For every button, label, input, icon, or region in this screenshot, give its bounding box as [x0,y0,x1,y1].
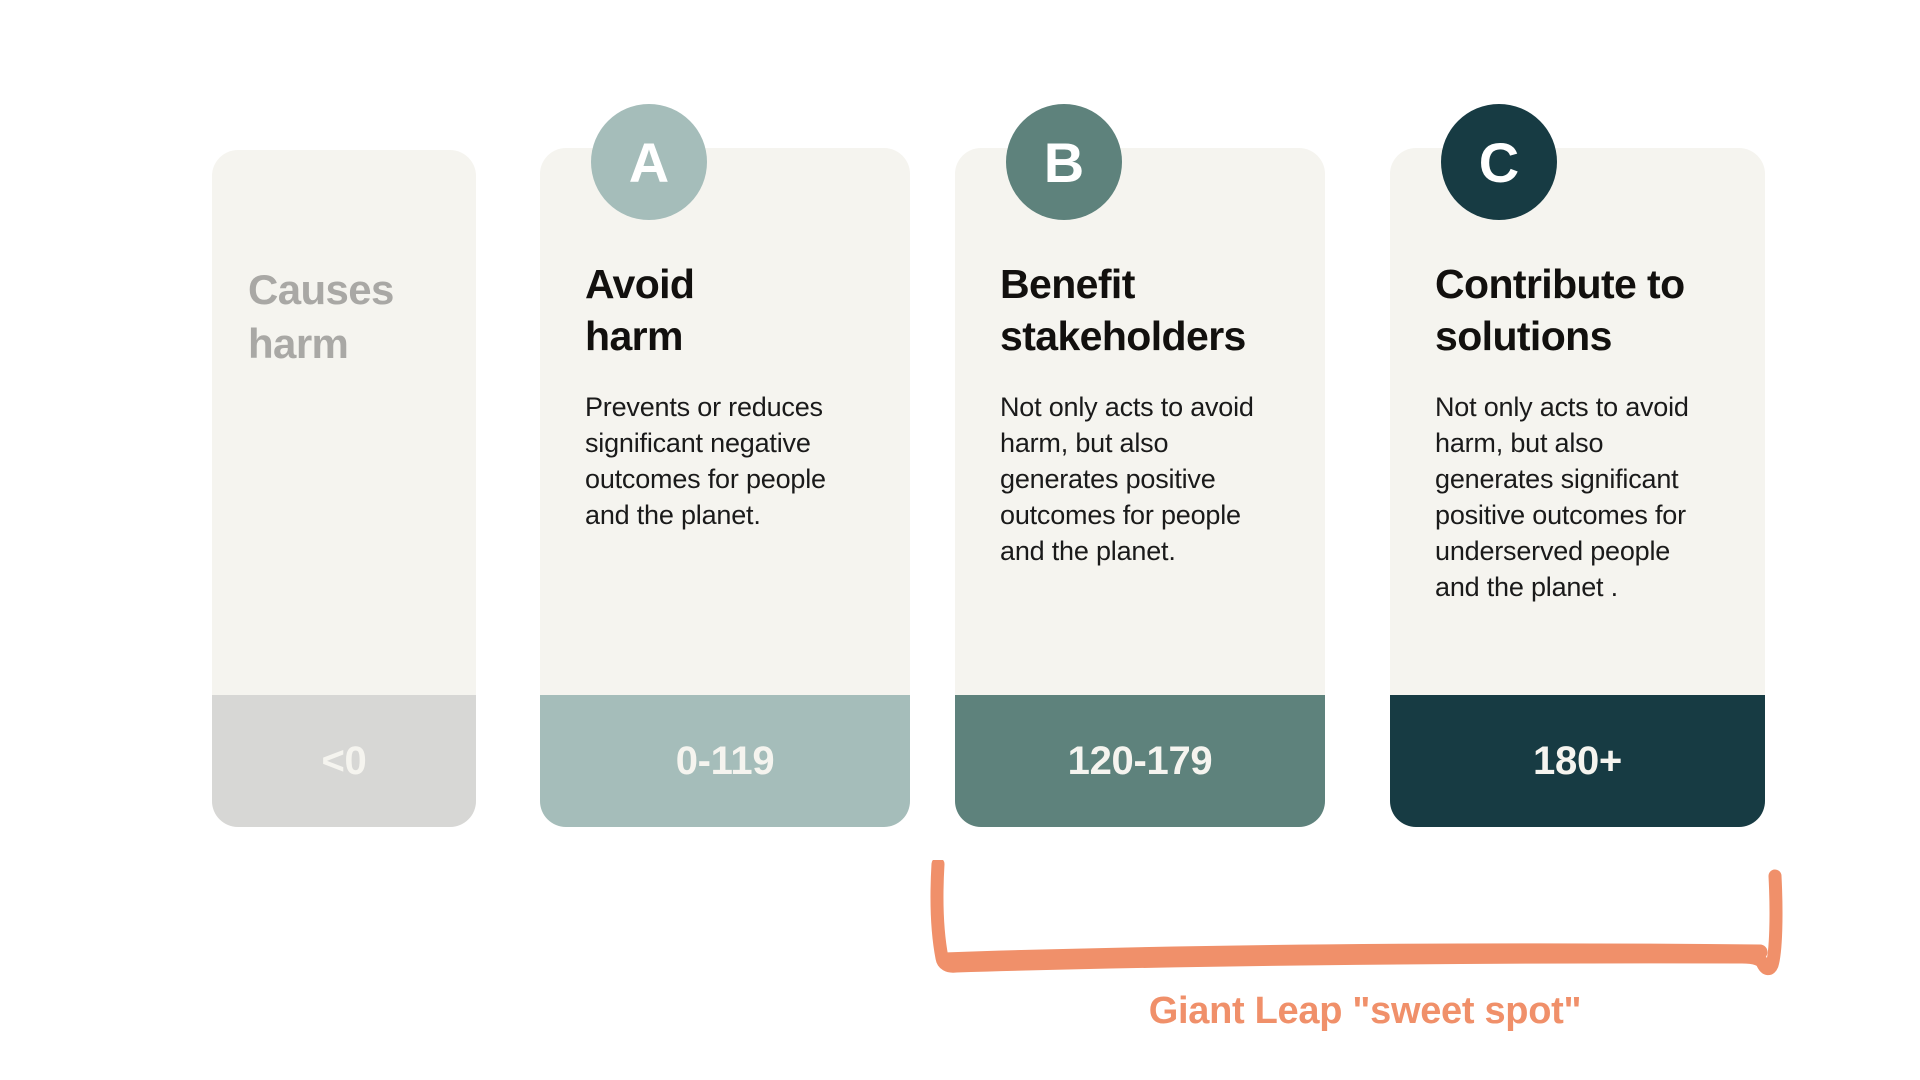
card-body: Causes harm [212,150,476,695]
card-causes-harm[interactable]: Causes harm <0 [212,150,476,827]
card-body: Avoid harm Prevents or reduces significa… [540,148,910,695]
card-title: Avoid harm [585,261,695,360]
badge-c: C [1441,104,1557,220]
card-body: Benefit stakeholders Not only acts to av… [955,148,1325,695]
bracket-icon [930,860,1783,976]
score-band-label: <0 [321,738,367,783]
badge-b-letter: B [1043,130,1085,194]
score-band-label: 0-119 [675,738,775,783]
badge-a-letter: A [628,130,670,194]
badge-c-letter: C [1478,130,1520,194]
sweet-spot-caption: Giant Leap "sweet spot" [1148,990,1582,1032]
card-title: Benefit stakeholders [1000,261,1246,360]
card-avoid-harm[interactable]: Avoid harm Prevents or reduces significa… [540,148,910,827]
sweet-spot-bracket [930,860,1800,980]
badge-a: A [591,104,707,220]
badge-b: B [1006,104,1122,220]
card-description: Not only acts to avoid harm, but also ge… [1000,392,1254,566]
card-contribute-to-solutions[interactable]: Contribute to solutions Not only acts to… [1390,148,1765,827]
score-band: 180+ [1390,695,1765,827]
card-benefit-stakeholders[interactable]: Benefit stakeholders Not only acts to av… [955,148,1325,827]
card-title: Contribute to solutions [1435,261,1685,360]
card-body: Contribute to solutions Not only acts to… [1390,148,1765,695]
score-band-label: 120-179 [1067,738,1213,783]
score-band: 0-119 [540,695,910,827]
score-band: 120-179 [955,695,1325,827]
card-description: Prevents or reduces significant negative… [585,392,826,530]
card-title: Causes harm [248,266,394,367]
card-description: Not only acts to avoid harm, but also ge… [1435,392,1689,602]
score-band: <0 [212,695,476,827]
score-band-label: 180+ [1533,738,1622,783]
